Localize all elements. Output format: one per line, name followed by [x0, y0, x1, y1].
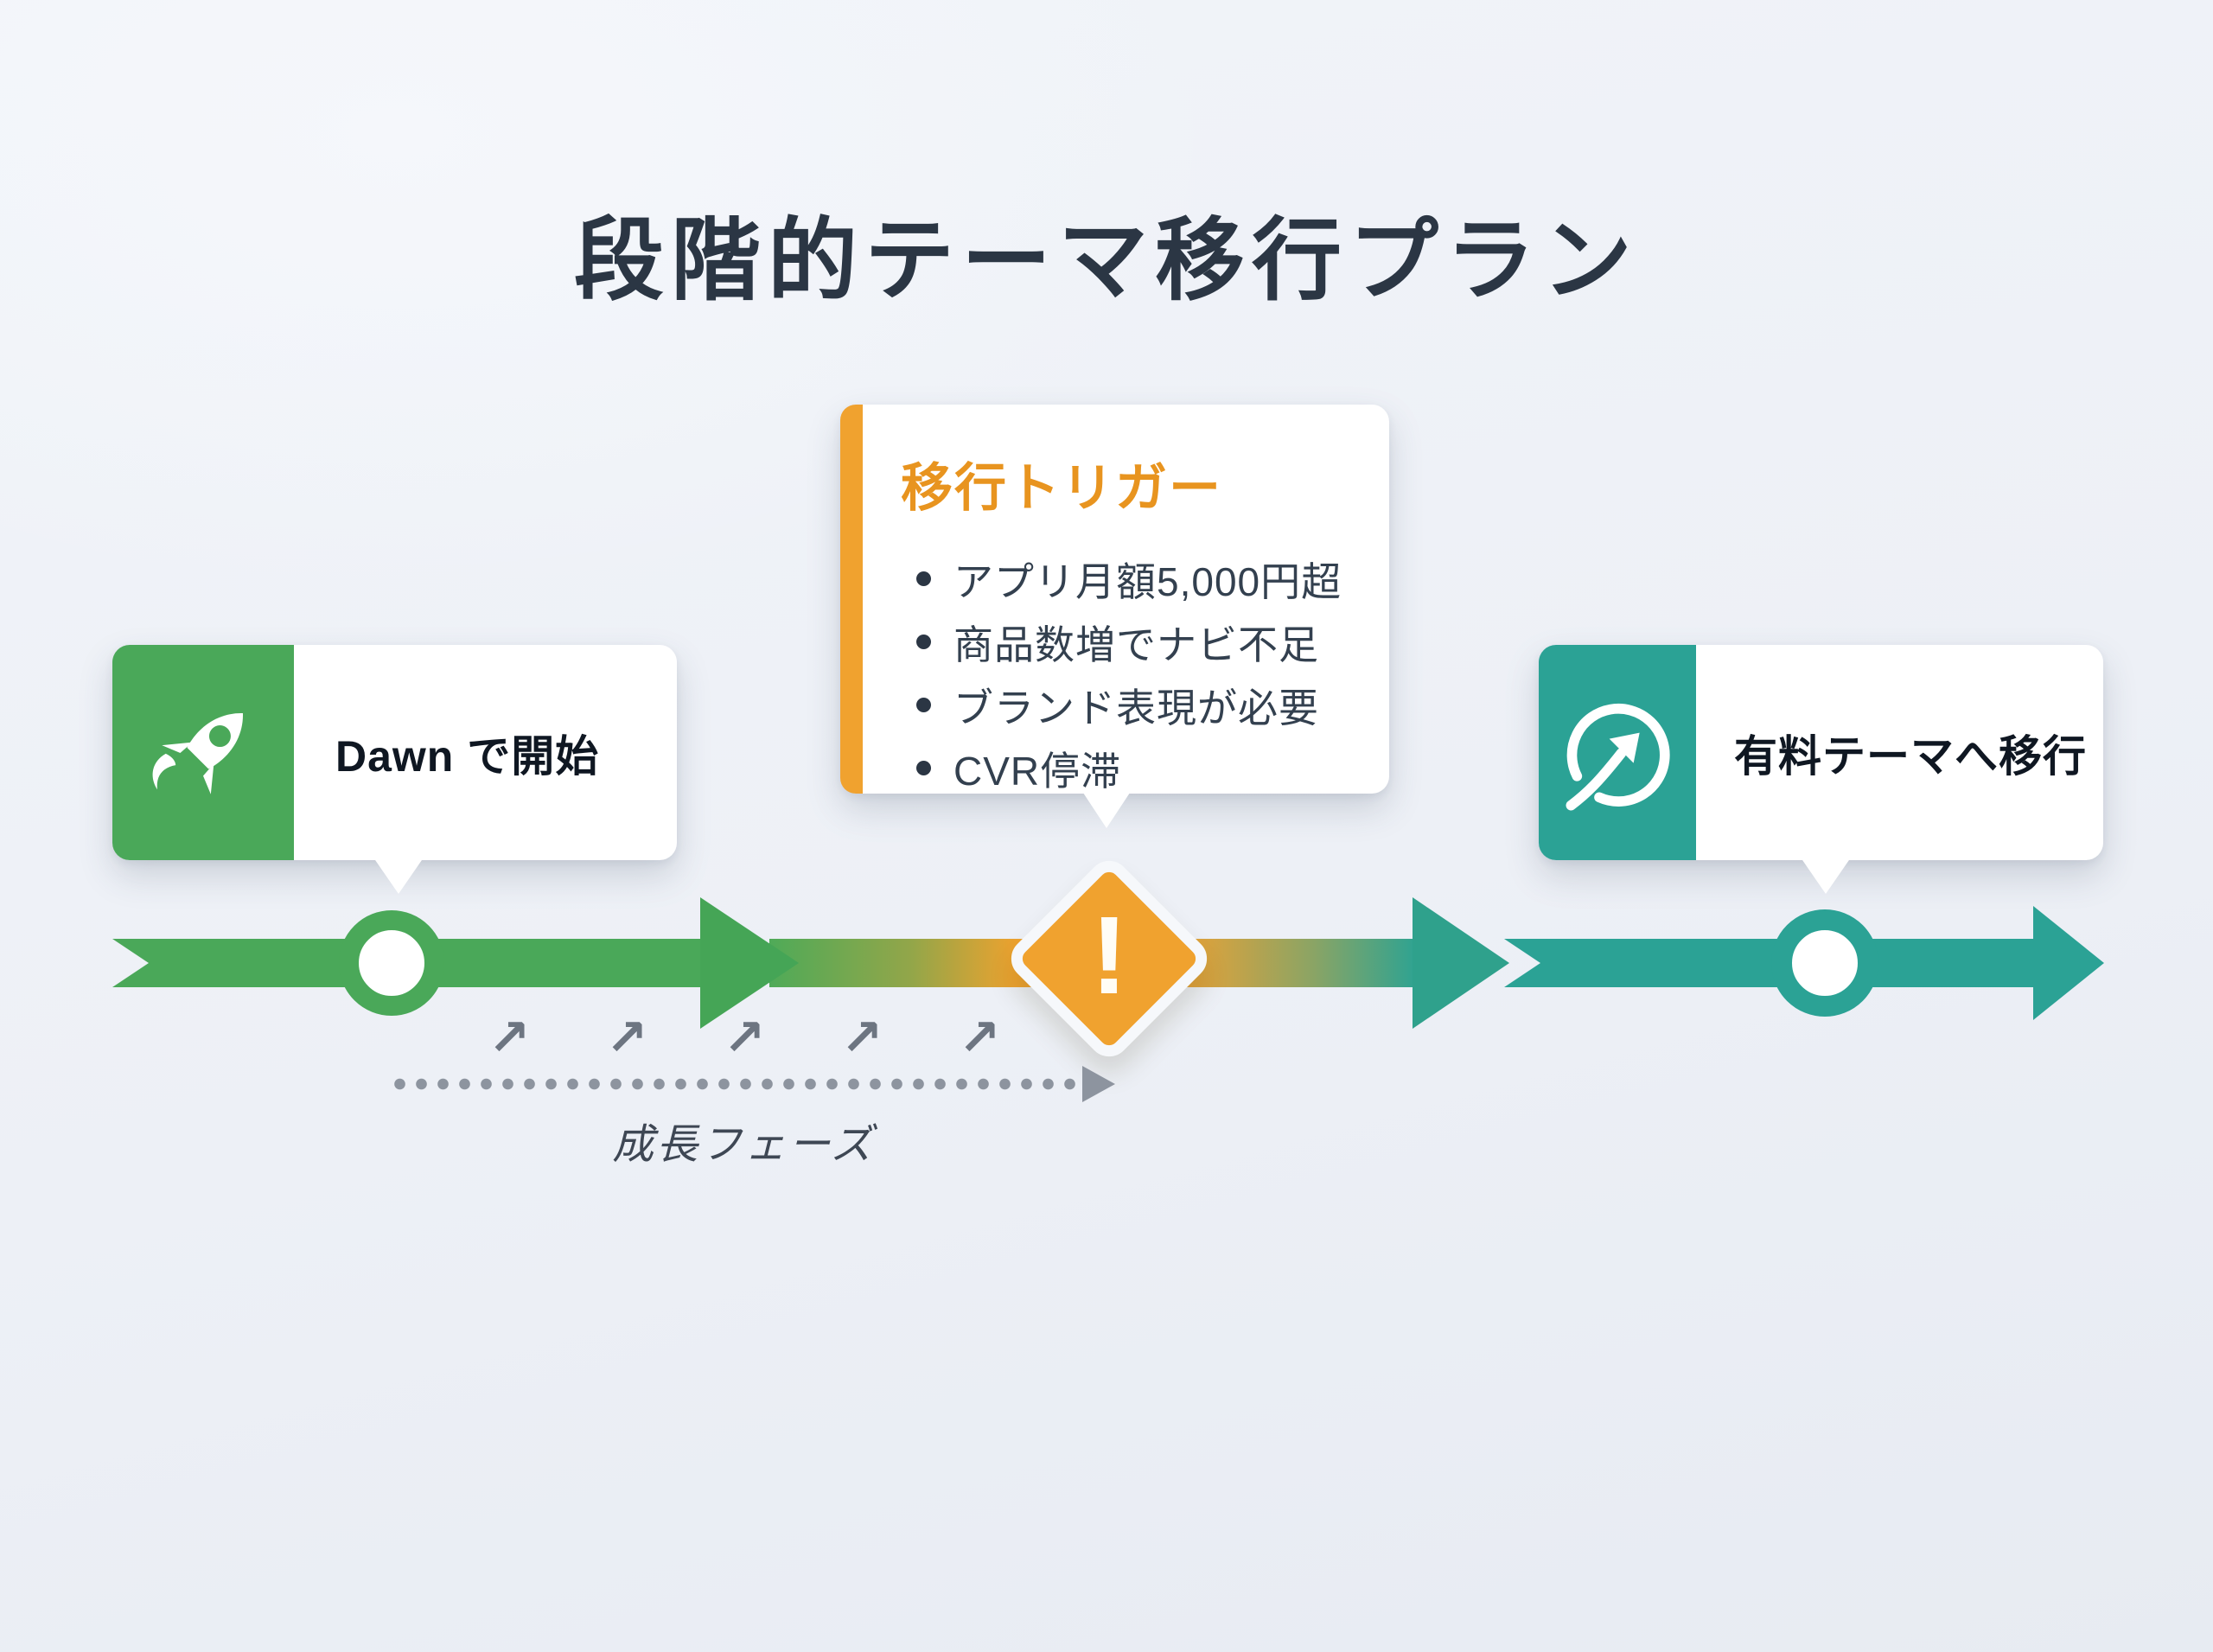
timeline-node-start: [339, 910, 444, 1016]
trigger-item-label: ブランド表現が必要: [953, 685, 1319, 730]
trigger-list-item: 商品数増でナビ不足: [916, 610, 1389, 673]
callout-title: 移行トリガー: [901, 459, 1222, 517]
bullet-dot-icon: [916, 635, 931, 649]
trigger-item-label: CVR停滞: [953, 748, 1122, 794]
bullet-dot-icon: [916, 761, 931, 775]
upgrade-circle-arrow-icon: [1566, 703, 1670, 811]
trigger-list-item: ブランド表現が必要: [916, 673, 1389, 737]
growth-phase-label: 成長フェーズ: [612, 1122, 875, 1168]
end-icon-panel: [1539, 645, 1696, 860]
trigger-list-item: アプリ月額5,000円超: [916, 547, 1389, 610]
trigger-diamond: !: [1002, 852, 1216, 1066]
start-stage-card: Dawn で開始: [112, 645, 677, 860]
end-card-pointer: [1801, 858, 1851, 894]
trigger-item-label: 商品数増でナビ不足: [953, 622, 1319, 667]
start-icon-panel: [112, 645, 294, 860]
growth-dotted-arrowhead-icon: [1082, 1066, 1115, 1102]
exclamation-icon: !: [1090, 894, 1128, 1017]
bullet-dot-icon: [916, 571, 931, 586]
growth-arrow-icon: ↗: [840, 1008, 883, 1067]
growth-arrow-icon: ↗: [723, 1008, 766, 1067]
trigger-list: アプリ月額5,000円超 商品数増でナビ不足 ブランド表現が必要 CVR停滞: [916, 547, 1389, 800]
rocket-icon: [152, 712, 243, 794]
trigger-callout: 移行トリガー アプリ月額5,000円超 商品数増でナビ不足 ブランド表現が必要 …: [840, 405, 1389, 794]
timeline-node-end: [1771, 909, 1878, 1017]
growth-dotted-line: [389, 1074, 1079, 1094]
growth-arrow-icon: ↗: [605, 1008, 648, 1067]
callout-pointer: [1081, 790, 1132, 828]
end-stage-card: 有料テーマへ移行: [1539, 645, 2103, 860]
trigger-item-label: アプリ月額5,000円超: [953, 558, 1342, 604]
start-stage-label: Dawn で開始: [335, 731, 600, 781]
callout-accent-bar: [840, 405, 863, 794]
bullet-dot-icon: [916, 698, 931, 712]
timeline-arrowhead-3-icon: [2033, 906, 2104, 1020]
page-title: 段階的テーマ移行プラン: [573, 210, 1639, 311]
end-stage-label: 有料テーマへ移行: [1734, 731, 2087, 781]
growth-arrow-icon: ↗: [958, 1008, 1001, 1067]
growth-arrow-icon: ↗: [488, 1008, 531, 1067]
start-card-pointer: [373, 858, 424, 894]
timeline-arrowhead-2-icon: [1413, 897, 1509, 1029]
trigger-list-item: CVR停滞: [916, 737, 1389, 800]
timeline-segment-end: [1504, 939, 2037, 987]
